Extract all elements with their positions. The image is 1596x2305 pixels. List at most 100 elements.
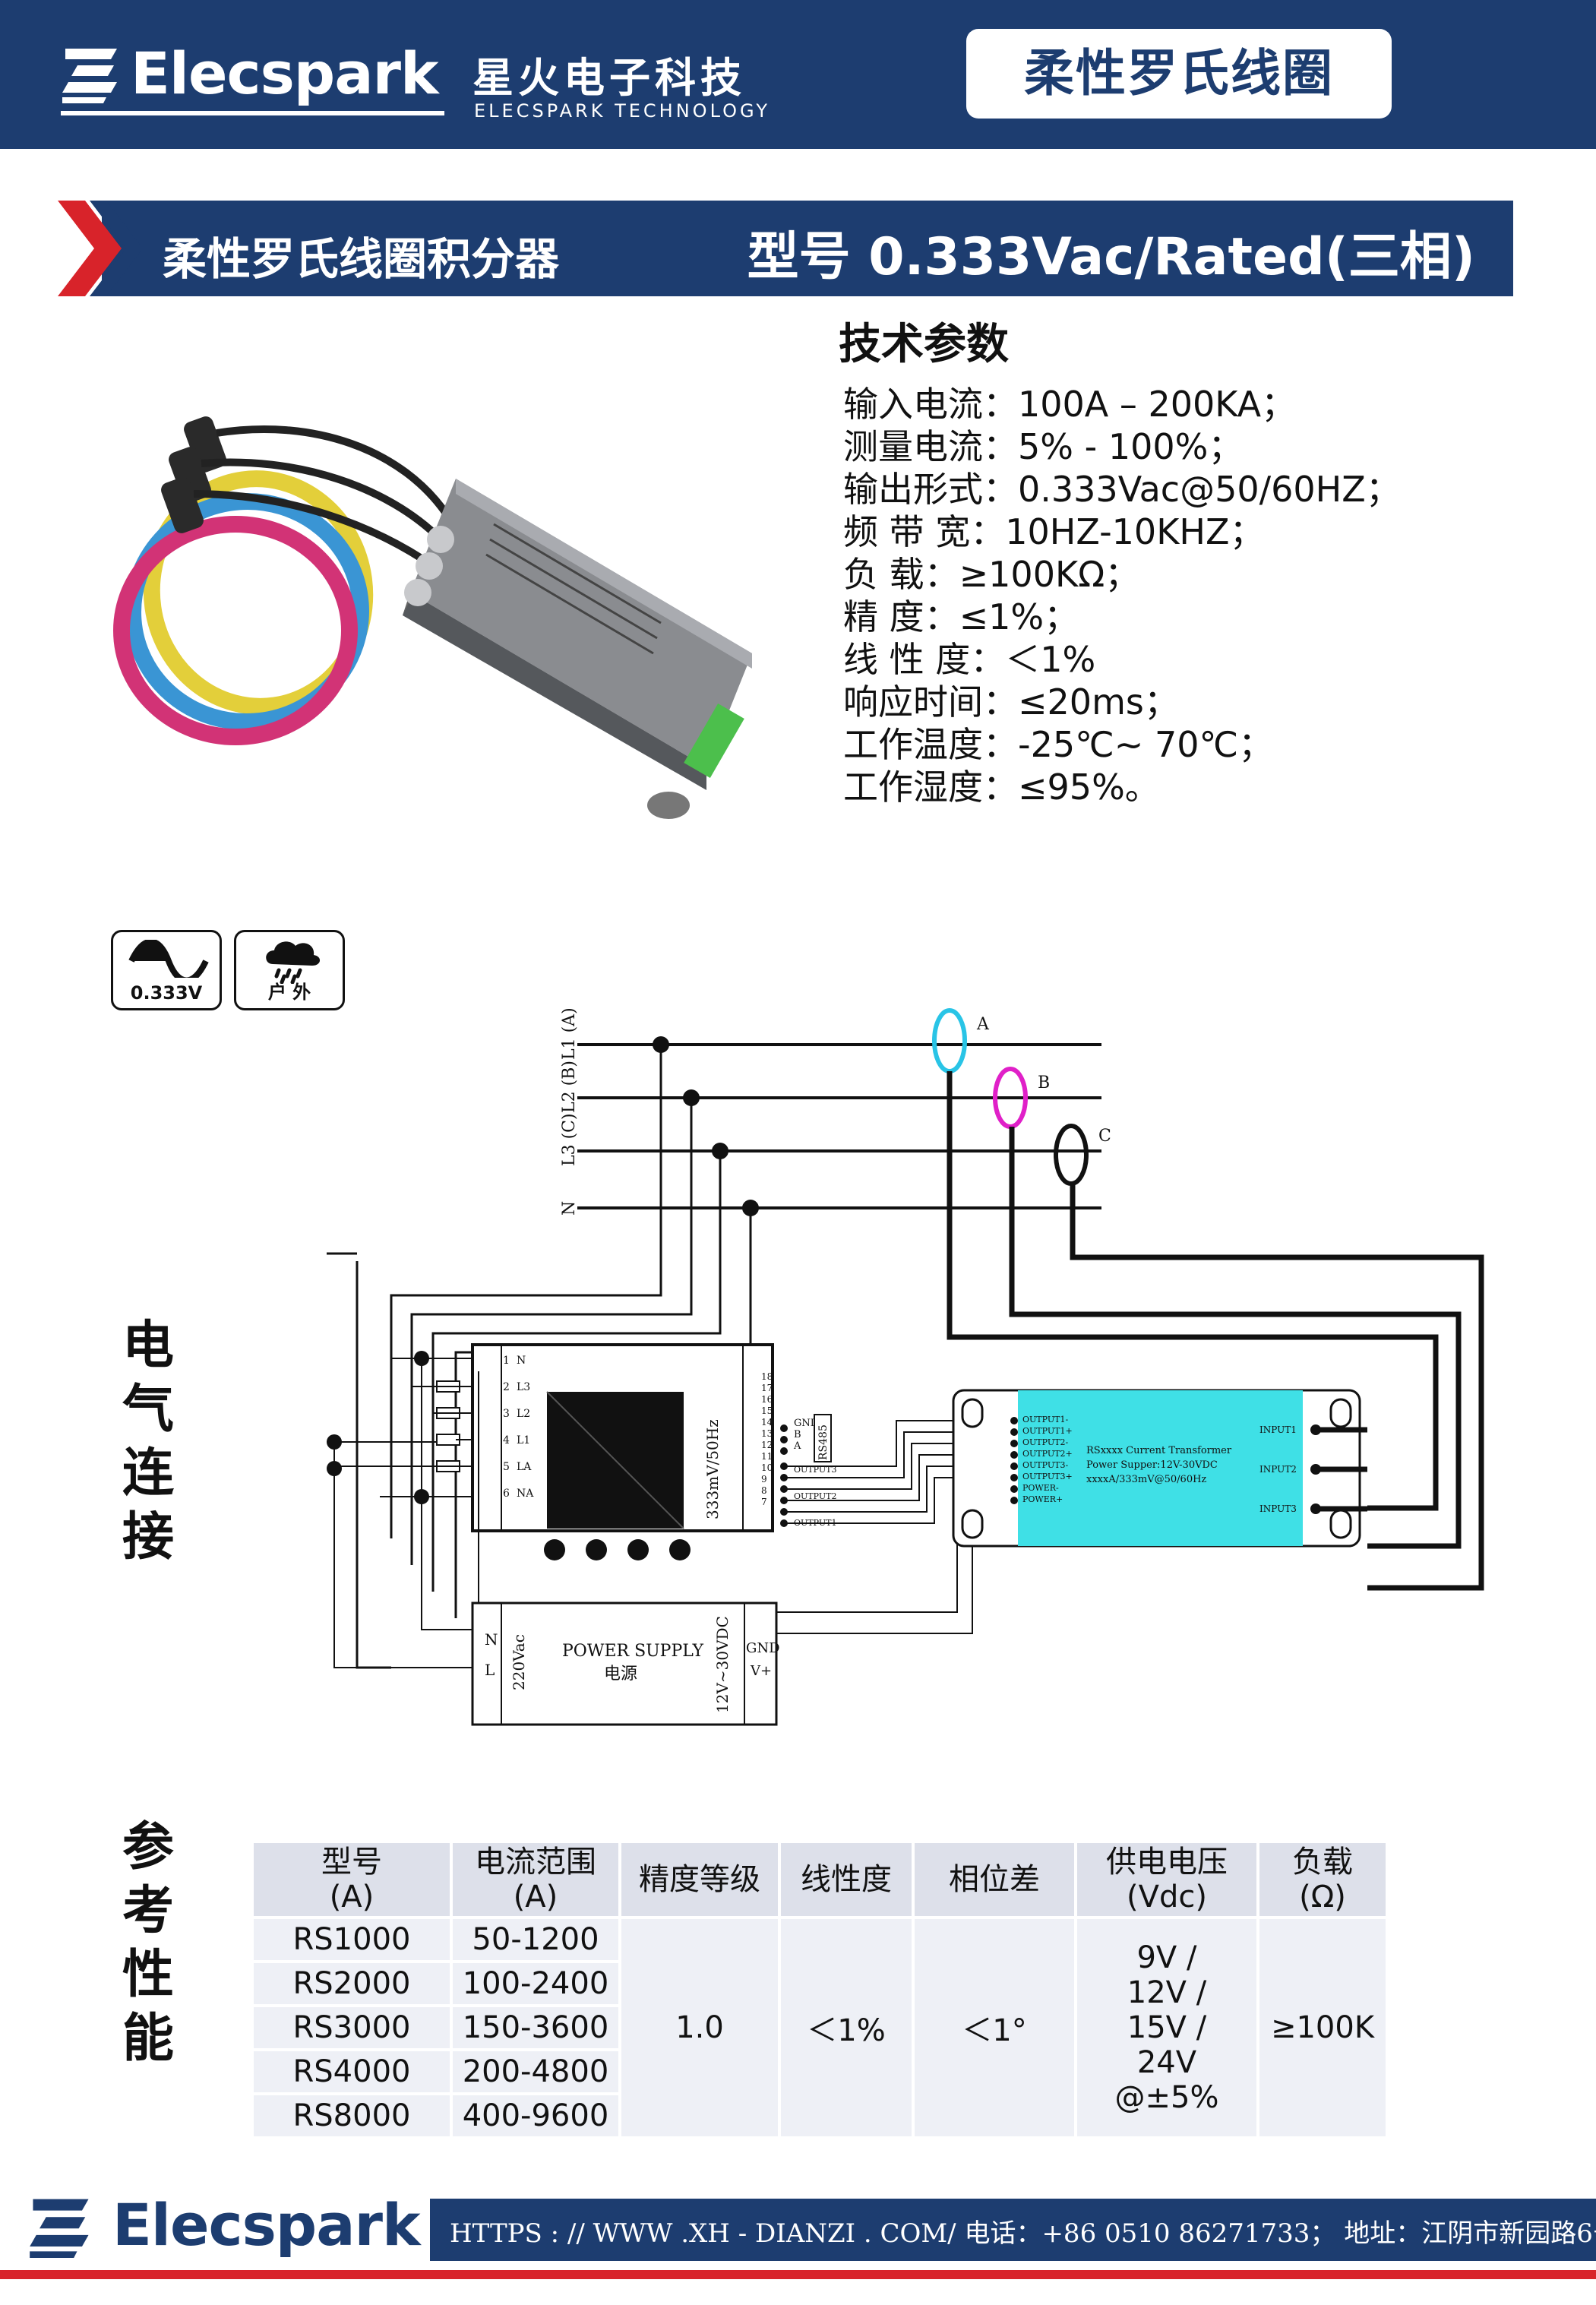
reference-performance-table: 型号(A) 电流范围(A) 精度等级 线性度 相位差 供电电压(Vdc) 负载(… (251, 1840, 1389, 2139)
psu-terminal-l: L (485, 1661, 495, 1679)
transformer-power-text: Power Supper:12V-30VDC (1086, 1459, 1218, 1471)
supply-line: 15V / (1127, 2010, 1207, 2045)
col-model: 型号(A) (251, 1840, 453, 1919)
company-name-cn: 星火电子科技 (472, 54, 746, 102)
header-unit: (Ω) (1299, 1880, 1346, 1915)
meter-terminal-num: 5 (503, 1461, 510, 1473)
spec-linearity: 线 性 度：＜1% (843, 639, 1096, 680)
transformer-output-label: OUTPUT1+ (1022, 1426, 1073, 1436)
range-cell: 100-2400 (450, 1960, 621, 2007)
spec-list: 输入电流：100A – 200KA； 测量电流：5% - 100%； 输出形式：… (843, 383, 1527, 808)
reference-heading-char: 考 (122, 1881, 174, 1941)
psu-terminal-gnd: GND (746, 1640, 780, 1656)
coil-label-b: B (1038, 1073, 1050, 1092)
psu-input-voltage: 220Vac (510, 1634, 528, 1690)
footer-bar: HTTPS : // WWW .XH - DIANZI . COM/ 电话：+8… (430, 2199, 1596, 2261)
line-label-l1: L1 (A) (560, 1007, 579, 1060)
header-text: 型号 (321, 1845, 382, 1880)
meter-terminal-num: 2 (503, 1381, 510, 1393)
table-row: RS1000 50-1200 1.0 ＜1% ＜1° 9V / 12V / 15… (251, 1916, 1389, 2139)
transformer-output-label: OUTPUT2+ (1022, 1449, 1073, 1459)
meter-terminal-num: 10 (761, 1462, 773, 1473)
brand-name: Elecspark (131, 40, 439, 107)
meter-terminal-num: 8 (761, 1485, 767, 1496)
transformer-input-label: INPUT1 (1259, 1424, 1297, 1435)
wiring-heading-char: 连 (122, 1443, 174, 1503)
line-label-n: N (560, 1201, 579, 1216)
psu-terminal-n: N (485, 1630, 498, 1649)
model-title: 型号 0.333Vac/Rated(三相) (747, 227, 1475, 287)
footer-red-line (0, 2270, 1596, 2279)
col-phase: 相位差 (912, 1840, 1077, 1919)
title-bar: 柔性罗氏线圈积分器 型号 0.333Vac/Rated(三相) (102, 201, 1513, 296)
meter-terminal-label: LA (517, 1461, 532, 1473)
header-text: 负载 (1292, 1845, 1353, 1880)
voltage-output-label: 0.333V (130, 982, 203, 1004)
meter-io-label: A (793, 1440, 801, 1452)
rain-cloud-icon (266, 941, 321, 984)
spec-work-temp: 工作温度：-25℃~ 70℃； (843, 724, 1274, 765)
elecspark-logo-icon (62, 49, 117, 103)
phase-cell: ＜1° (912, 1916, 1077, 2139)
psu-output-voltage: 12V~30VDC (713, 1616, 732, 1713)
transformer-output-label: OUTPUT1- (1022, 1415, 1068, 1424)
page-header: Elecspark 星火电子科技 ELECSPARK TECHNOLOGY 柔性… (0, 0, 1596, 149)
meter-terminal-num: 11 (761, 1451, 773, 1462)
meter-terminal-num: 3 (503, 1408, 510, 1420)
meter-terminal-num: 17 (761, 1383, 773, 1393)
chevron-arrow-icon (58, 201, 141, 296)
meter-terminal-num: 1 (503, 1355, 510, 1367)
wiring-heading-char: 电 (122, 1316, 174, 1376)
meter-terminal-label: L3 (517, 1381, 530, 1393)
meter-terminal-num: 14 (761, 1417, 773, 1428)
line-label-l3: L3 (C) (560, 1113, 579, 1166)
spec-load: 负 载：≥100KΩ； (843, 554, 1140, 595)
load-cell: ≥100K (1256, 1916, 1389, 2139)
company-name-en: ELECSPARK TECHNOLOGY (474, 100, 771, 122)
rs485-label: RS485 (817, 1424, 830, 1460)
coil-label-c: C (1098, 1127, 1111, 1146)
meter-io-label: OUTPUT3 (794, 1465, 836, 1475)
linearity-cell: ＜1% (778, 1916, 915, 2139)
transformer-output-label: POWER- (1022, 1483, 1059, 1493)
psu-title: POWER SUPPLY (562, 1642, 703, 1661)
brand-logo: Elecspark (61, 35, 456, 119)
range-cell: 200-4800 (450, 2048, 621, 2095)
accuracy-cell: 1.0 (618, 1916, 781, 2139)
psu-title-cn: 电源 (604, 1665, 637, 1684)
transformer-input-label: INPUT3 (1259, 1503, 1297, 1514)
meter-terminal-label: L2 (517, 1408, 530, 1420)
supply-cell: 9V / 12V / 15V / 24V @±5% (1074, 1916, 1259, 2139)
header-text: 供电电压 (1106, 1845, 1228, 1880)
meter-terminal-num: 6 (503, 1488, 510, 1500)
spec-input-current: 输入电流：100A – 200KA； (843, 384, 1297, 425)
line-label-l2: L2 (B) (560, 1061, 579, 1113)
meter-terminal-num: 12 (761, 1440, 773, 1450)
range-cell: 50-1200 (450, 1916, 621, 1963)
transformer-input-label: INPUT2 (1259, 1464, 1297, 1475)
wiring-heading: 电 气 连 接 (114, 1314, 182, 1570)
reference-heading-char: 参 (122, 1817, 174, 1877)
outdoor-label: 户 外 (267, 982, 311, 1003)
supply-line: 9V / (1136, 1940, 1197, 1975)
col-accuracy: 精度等级 (618, 1840, 781, 1919)
outdoor-badge: 户 外 (234, 930, 345, 1010)
product-badge-label: 柔性罗氏线圈 (1024, 44, 1334, 103)
spec-bandwidth: 频 带 宽：10HZ-10KHZ； (843, 511, 1265, 552)
supply-line: @±5% (1114, 2080, 1219, 2115)
header-text: 电流范围 (475, 1845, 596, 1880)
spec-measure-current: 测量电流：5% - 100%； (843, 426, 1244, 467)
footer-logo: Elecspark (24, 2188, 421, 2264)
supply-line: 12V / (1127, 1975, 1207, 2010)
wiring-heading-char: 气 (122, 1380, 174, 1440)
footer-brand-name: Elecspark (112, 2191, 421, 2259)
table-row: RS8000 400-9600 (251, 2092, 1387, 2139)
range-cell: 400-9600 (450, 2092, 621, 2139)
range-cell: 150-3600 (450, 2004, 621, 2051)
header-unit: (Vdc) (1127, 1880, 1207, 1915)
spec-output-form: 输出形式：0.333Vac@50/60HZ； (843, 469, 1401, 510)
meter-io-label: OUTPUT2 (794, 1491, 836, 1501)
spec-response-time: 响应时间：≤20ms； (843, 681, 1179, 722)
model-cell: RS3000 (251, 2004, 453, 2051)
col-linearity: 线性度 (778, 1840, 915, 1919)
